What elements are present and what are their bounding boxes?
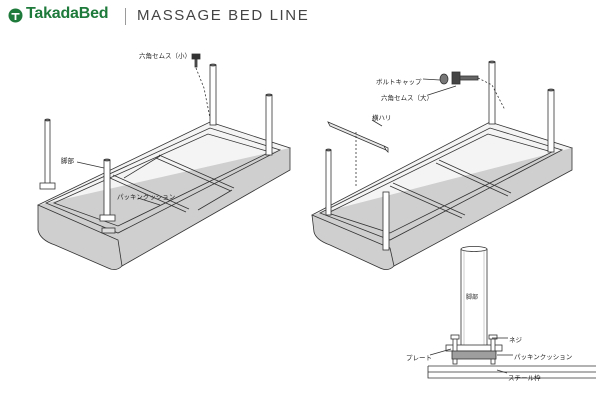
left-bed-assembly — [37, 53, 292, 270]
label-packing-cushion-left: パッキンクッション — [117, 193, 176, 201]
label-cross-beam: 横ハリ — [372, 114, 392, 122]
page-header: TakadaBed MASSAGE BED LINE — [0, 0, 600, 36]
label-hex-bolt-large: 六角セムス（大） — [381, 94, 433, 102]
left-leg-3 — [209, 63, 217, 126]
leg-detail-section — [427, 246, 596, 379]
right-bed-assembly — [311, 60, 574, 270]
label-plate: プレート — [406, 354, 432, 362]
label-screw: ネジ — [509, 336, 522, 344]
brand-name: TakadaBed — [26, 5, 109, 22]
label-packing-cushion-detail: パッキンクッション — [514, 353, 573, 361]
label-bolt-cap: ボルトキャップ — [376, 78, 422, 86]
left-leg-1 — [39, 118, 56, 190]
bolt-cap-icon — [439, 73, 449, 85]
header-divider — [125, 8, 126, 25]
small-hex-bolt-icon — [191, 53, 201, 68]
label-leg-part-left: 脚部 — [61, 157, 74, 165]
page-title: MASSAGE BED LINE — [137, 7, 310, 24]
left-leg-4 — [265, 93, 273, 156]
left-leg-2 — [99, 158, 116, 222]
cross-beam — [327, 121, 389, 153]
label-leg-part-detail: 脚部 — [466, 294, 479, 301]
label-steel-frame: スチール枠 — [508, 374, 541, 382]
large-hex-bolt-icon — [451, 71, 479, 85]
label-hex-bolt-small: 六角セムス（小） — [139, 52, 191, 60]
takada-logo-icon — [8, 8, 23, 23]
